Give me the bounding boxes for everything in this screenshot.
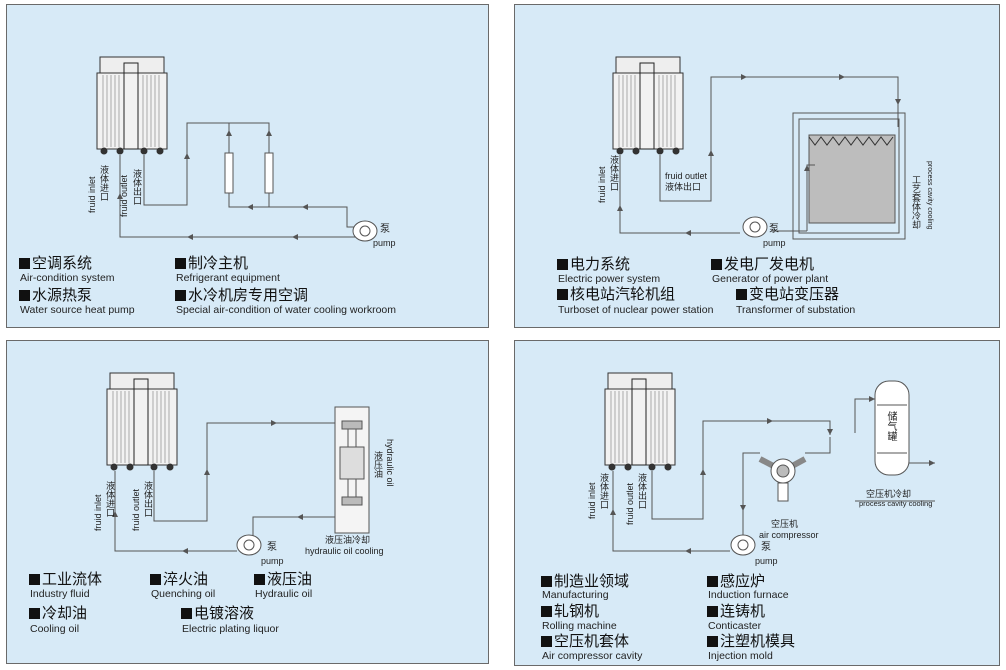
cooling-tower-unit	[604, 372, 676, 471]
compcool-zh-label: 空压机冷却	[866, 489, 912, 499]
process-en-label: process cavity cooling	[926, 161, 933, 230]
app-label-en: Electric power system	[558, 273, 661, 285]
flow-arrows	[112, 420, 303, 554]
flow-diagram	[96, 56, 378, 242]
cooling-tower-unit	[612, 56, 684, 155]
app-label-zh: 水源热泵	[19, 287, 92, 304]
app-label-en: Special air-condition of water cooling w…	[176, 304, 397, 316]
outlet-en-label: fruid outlet	[119, 174, 129, 217]
hydcool-en-label: hydraulic oil cooling	[305, 546, 384, 556]
pipes	[619, 76, 906, 240]
pump-zh-label: 泵	[769, 224, 779, 235]
app-label-zh: 工业流体	[29, 571, 102, 588]
outlet-en-label: fruid outlet	[625, 482, 635, 525]
app-label-en: Industry fluid	[30, 588, 90, 600]
app-label-en: Hydraulic oil	[255, 588, 313, 600]
flow-diagram	[106, 372, 370, 556]
cooling-tower-unit	[106, 372, 178, 471]
app-label-en: Air-condition system	[20, 272, 115, 284]
flow-arrows	[617, 74, 901, 236]
app-label-en: Transformer of substation	[736, 304, 856, 316]
app-label-en: Cooling oil	[30, 623, 80, 635]
outlet-zh-label: 液体出口	[637, 473, 647, 509]
outlet-zh-label: 液体出口	[665, 182, 702, 192]
pump-en-label: pump	[763, 238, 786, 248]
app-label-en: Induction furnace	[708, 589, 789, 601]
comp-zh-label: 空压机	[771, 519, 799, 529]
inlet-zh-label: 液体进口	[599, 473, 609, 509]
app-label-zh: 核电站汽轮机组	[557, 286, 675, 303]
app-label-zh: 轧钢机	[541, 603, 599, 620]
panel-manufacturing: fruid inlet 液体进口 fruid outlet 液体出口 泵 pum…	[514, 340, 1000, 666]
app-label-zh: 制造业领域	[541, 573, 629, 590]
app-label-zh: 液压油	[254, 571, 312, 588]
pipes	[114, 406, 370, 556]
app-label-en: Rolling machine	[542, 620, 617, 632]
app-label-zh: 注塑机模具	[707, 633, 795, 650]
app-label-zh: 空压机套体	[541, 633, 629, 650]
app-label-en: Quenching oil	[151, 588, 216, 600]
flow-arrows	[117, 130, 308, 240]
inlet-en-label: fruid inlet	[587, 482, 597, 519]
app-label-en: Conticaster	[708, 620, 762, 632]
app-label-zh: 空调系统	[19, 255, 92, 272]
app-label-zh: 制冷主机	[175, 255, 248, 272]
app-label-en: Refrigerant equipment	[176, 272, 280, 284]
inlet-zh-label: 液体进口	[105, 481, 115, 517]
outlet-en-label: fruid outlet	[131, 488, 141, 531]
pump-zh-label: 泵	[380, 224, 390, 235]
cooling-tower-unit	[96, 56, 168, 155]
app-label-en: Water source heat pump	[20, 304, 135, 316]
hydcool-zh-label: 液压油冷却	[325, 535, 371, 545]
app-label-en: Generator of power plant	[712, 273, 829, 285]
panel-electric-power: fruid inlet 液体进口 fruid outlet 液体出口 泵 pum…	[514, 4, 1000, 328]
flow-diagram	[604, 372, 935, 556]
inlet-en-label: fruid inlet	[87, 176, 97, 213]
outlet-zh-label: 液体出口	[143, 481, 153, 517]
compcool-en-label: process cavity cooling	[859, 499, 933, 508]
pump-en-label: pump	[373, 238, 396, 248]
comp-en-label: air compressor	[759, 530, 819, 540]
app-label-en: Manufacturing	[542, 589, 609, 601]
pump-en-label: pump	[261, 556, 284, 566]
app-label-zh: 电力系统	[557, 256, 630, 273]
app-label-en: Turboset of nuclear power station	[558, 304, 714, 316]
app-label-zh: 淬火油	[150, 571, 208, 588]
process-zh-label: 工艺套体冷却	[911, 175, 921, 229]
pipes	[612, 380, 935, 556]
flow-diagram	[612, 56, 906, 240]
app-label-zh: 电镀溶液	[181, 605, 254, 622]
pump-en-label: pump	[755, 556, 778, 566]
app-label-en: Air compressor cavity	[542, 650, 643, 662]
tank-zh-label: 储气罐	[885, 411, 896, 441]
app-label-zh: 发电厂发电机	[711, 256, 814, 273]
app-label-zh: 变电站变压器	[736, 286, 839, 303]
pipes	[119, 122, 378, 242]
outlet-en-label: fruid outlet	[665, 171, 708, 181]
inlet-en-label: fruid inlet	[597, 166, 607, 203]
inlet-zh-label: 液体进口	[609, 155, 619, 191]
hyd-en-label: hydraulic oil	[385, 439, 395, 487]
inlet-zh-label: 液体进口	[99, 165, 109, 201]
app-label-en: Injection mold	[708, 650, 773, 662]
outlet-zh-label: 液体出口	[132, 169, 142, 205]
app-label-zh: 水冷机房专用空调	[175, 287, 308, 304]
panel-air-condition: fruid inlet 液体进口 fruid outlet 液体出口 泵 pum…	[6, 4, 489, 328]
inlet-en-label: fruid inlet	[93, 494, 103, 531]
pump-zh-label: 泵	[267, 542, 277, 553]
hyd-zh-label: 液压油	[373, 451, 383, 478]
pump-zh-label: 泵	[761, 542, 771, 553]
app-label-zh: 冷却油	[29, 605, 87, 622]
flow-arrows	[610, 396, 935, 554]
app-label-en: Electric plating liquor	[182, 623, 279, 635]
app-label-zh: 感应炉	[707, 573, 765, 590]
panel-industry-fluid: fruid inlet 液体进口 fruid outlet 液体出口 泵 pum…	[6, 340, 489, 664]
app-label-zh: 连铸机	[707, 603, 765, 620]
